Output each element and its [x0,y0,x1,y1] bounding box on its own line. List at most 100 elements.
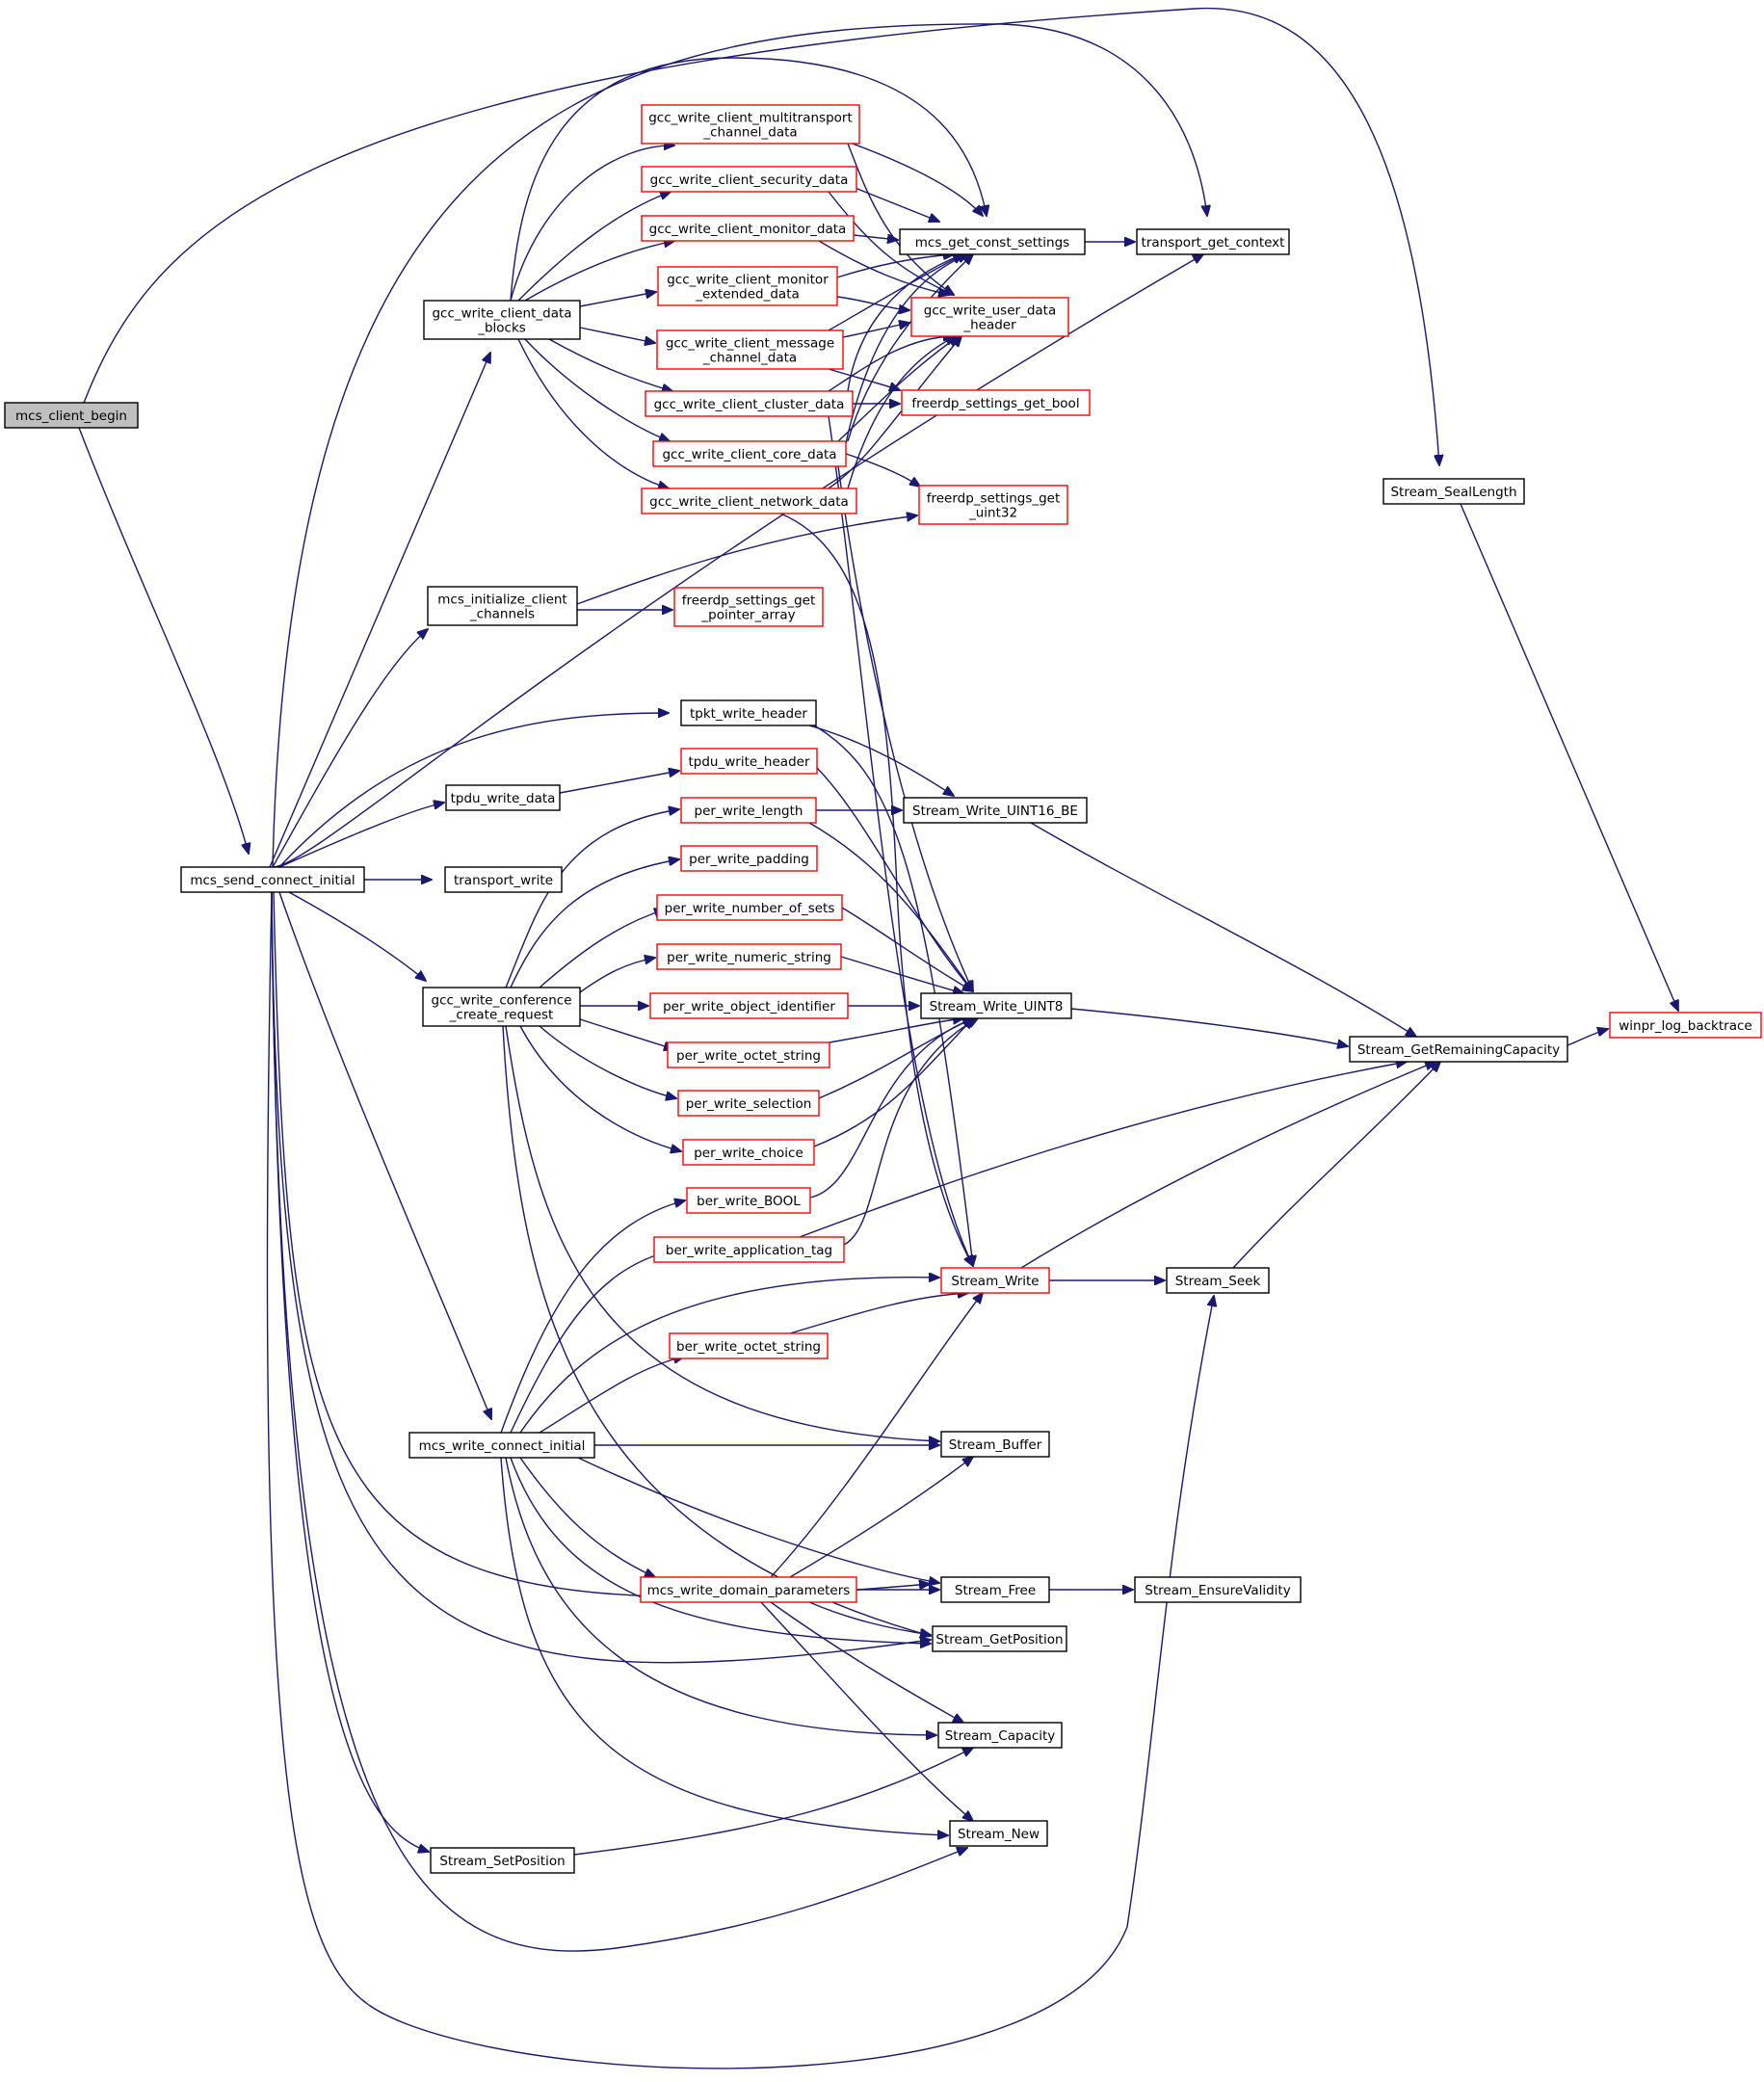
edge-path [836,296,909,310]
node-gcc-write-user-data-header[interactable]: gcc_write_user_data_header [910,297,1069,337]
node-transport-write[interactable]: transport_write [444,866,563,893]
edge-per_write_octet_string-to-stream_write_uint8 [829,1018,963,1043]
node-gcc-cluster[interactable]: gcc_write_client_cluster_data [645,390,854,417]
node-box [932,1625,1067,1652]
node-stream-capacity[interactable]: Stream_Capacity [937,1722,1063,1749]
node-mcs-write-connect-initial[interactable]: mcs_write_connect_initial [408,1432,595,1459]
node-stream-seallength[interactable]: Stream_SealLength [1382,478,1525,505]
node-gcc-monitor[interactable]: gcc_write_client_monitor_data [641,215,855,242]
node-tpkt-write-header[interactable]: tpkt_write_header [680,699,817,726]
node-label-line: ber_write_BOOL [697,1194,801,1209]
node-gcc-message[interactable]: gcc_write_client_message_channel_data [656,329,844,370]
node-label-line: gcc_write_client_network_data [649,494,849,510]
node-ber-write-octet-string[interactable]: ber_write_octet_string [669,1332,829,1359]
node-box [656,894,843,921]
edge-gcc_write_conference_create_request-to-per_write_padding [510,859,679,988]
node-mcs-get-const-settings[interactable]: mcs_get_const_settings [899,228,1086,255]
node-stream-new[interactable]: Stream_New [949,1820,1048,1847]
edge-gcc_network-to-gcc_write_user_data_header [847,336,956,489]
node-per-write-padding[interactable]: per_write_padding [680,845,818,872]
node-stream-setposition[interactable]: Stream_SetPosition [430,1847,575,1874]
node-tpdu-write-data[interactable]: tpdu_write_data [445,784,561,811]
node-label-line: tpdu_write_data [451,791,556,806]
edge-stream_seek-to-stream_getremainingcapacity [1232,1062,1440,1269]
node-winpr-log-backtrace[interactable]: winpr_log_backtrace [1609,1012,1762,1039]
edge-path [1070,1008,1348,1046]
edge-path [500,1457,948,1835]
node-freerdp-pointer-array[interactable]: freerdp_settings_get_pointer_array [673,587,824,627]
edge-gcc_network-to-stream_write [779,513,973,1266]
node-per-write-length[interactable]: per_write_length [680,797,817,824]
node-stream-write-uint16-be[interactable]: Stream_Write_UINT16_BE [903,797,1088,824]
edge-path [500,1200,685,1434]
edge-gcc_write_client_data_blocks-to-mcs_get_const_settings [510,57,987,302]
node-per-write-numeric-string[interactable]: per_write_numeric_string [656,943,842,970]
node-freerdp-get-bool[interactable]: freerdp_settings_get_bool [901,389,1091,416]
edge-path [837,336,959,442]
node-box [427,586,578,626]
node-label-line: mcs_write_connect_initial [419,1438,586,1454]
node-box [657,266,838,306]
edge-stream_write_uint8-to-stream_getremainingcapacity [1070,1008,1348,1046]
edge-path [510,57,987,302]
node-mcs-send-connect-initial[interactable]: mcs_send_connect_initial [180,866,365,893]
node-box [423,300,581,340]
node-box [920,992,1072,1019]
edge-path [278,891,491,1419]
edge-path [808,1601,931,1635]
node-label-line: freerdp_settings_get_bool [911,396,1079,411]
node-gcc-multitransport[interactable]: gcc_write_client_multitransport_channel_… [641,104,860,145]
edge-path [519,1457,655,1577]
node-gcc-write-client-data-blocks[interactable]: gcc_write_client_data_blocks [423,300,581,340]
node-gcc-security[interactable]: gcc_write_client_security_data [641,166,857,193]
node-box [653,1236,845,1263]
edge-gcc_core-to-gcc_write_user_data_header [837,336,959,442]
node-box [682,1139,815,1166]
node-transport-get-context[interactable]: transport_get_context [1136,228,1290,255]
node-stream-seek[interactable]: Stream_Seek [1166,1267,1270,1294]
node-label-line: Stream_Write_UINT16_BE [912,804,1078,819]
node-gcc-write-conference-create-request[interactable]: gcc_write_conference_create_request [422,987,581,1027]
node-mcs-client-begin[interactable]: mcs_client_begin [4,402,139,429]
node-mcs-write-domain-parameters[interactable]: mcs_write_domain_parameters [640,1576,857,1603]
node-freerdp-get-uint32[interactable]: freerdp_settings_get_uint32 [918,485,1068,525]
node-per-write-number-of-sets[interactable]: per_write_number_of_sets [656,894,843,921]
edge-path [836,254,954,278]
node-box [640,1576,857,1603]
node-ber-write-application-tag[interactable]: ber_write_application_tag [653,1236,845,1263]
node-box [667,1041,830,1068]
node-gcc-monitor-ext[interactable]: gcc_write_client_monitor_extended_data [657,266,838,306]
node-ber-write-bool[interactable]: ber_write_BOOL [686,1187,811,1214]
node-stream-getposition[interactable]: Stream_GetPosition [932,1625,1067,1652]
node-box [680,845,818,872]
node-stream-getremainingcapacity[interactable]: Stream_GetRemainingCapacity [1349,1036,1568,1063]
node-stream-write-uint8[interactable]: Stream_Write_UINT8 [920,992,1072,1019]
node-per-write-object-identifier[interactable]: per_write_object_identifier [649,992,849,1019]
edge-path [770,1293,983,1578]
node-box [940,1267,1050,1294]
edge-gcc_write_client_data_blocks-to-gcc_security [517,192,671,302]
node-tpdu-write-header[interactable]: tpdu_write_header [680,748,818,775]
edge-path [517,192,671,302]
node-per-write-choice[interactable]: per_write_choice [682,1139,815,1166]
node-per-write-selection[interactable]: per_write_selection [677,1090,820,1117]
node-stream-buffer[interactable]: Stream_Buffer [940,1431,1050,1458]
edge-path [573,1748,973,1856]
node-label-line: mcs_initialize_client [437,593,566,608]
node-gcc-network[interactable]: gcc_write_client_network_data [641,488,857,514]
edge-mcs_write_domain_parameters-to-stream_new [760,1601,973,1821]
node-stream-write[interactable]: Stream_Write [940,1267,1050,1294]
edge-mcs_send_connect_initial-to-gcc_write_client_data_blocks [269,353,490,868]
node-stream-ensurevalidity[interactable]: Stream_EnsureValidity [1134,1576,1302,1603]
edge-path [847,143,954,295]
edge-path [505,809,679,988]
node-per-write-octet-string[interactable]: per_write_octet_string [667,1041,830,1068]
edge-path [818,240,949,295]
edge-mcs_write_connect_initial-to-stream_new [500,1457,948,1835]
node-gcc-core[interactable]: gcc_write_client_core_data [652,440,847,467]
node-stream-free[interactable]: Stream_Free [940,1576,1050,1603]
edge-path [539,1025,676,1098]
node-mcs-initialize-client-channels[interactable]: mcs_initialize_client_channels [427,586,578,626]
node-label-line: gcc_write_client_monitor [667,273,829,288]
edge-gcc_write_conference_create_request-to-per_write_number_of_sets [539,909,665,988]
